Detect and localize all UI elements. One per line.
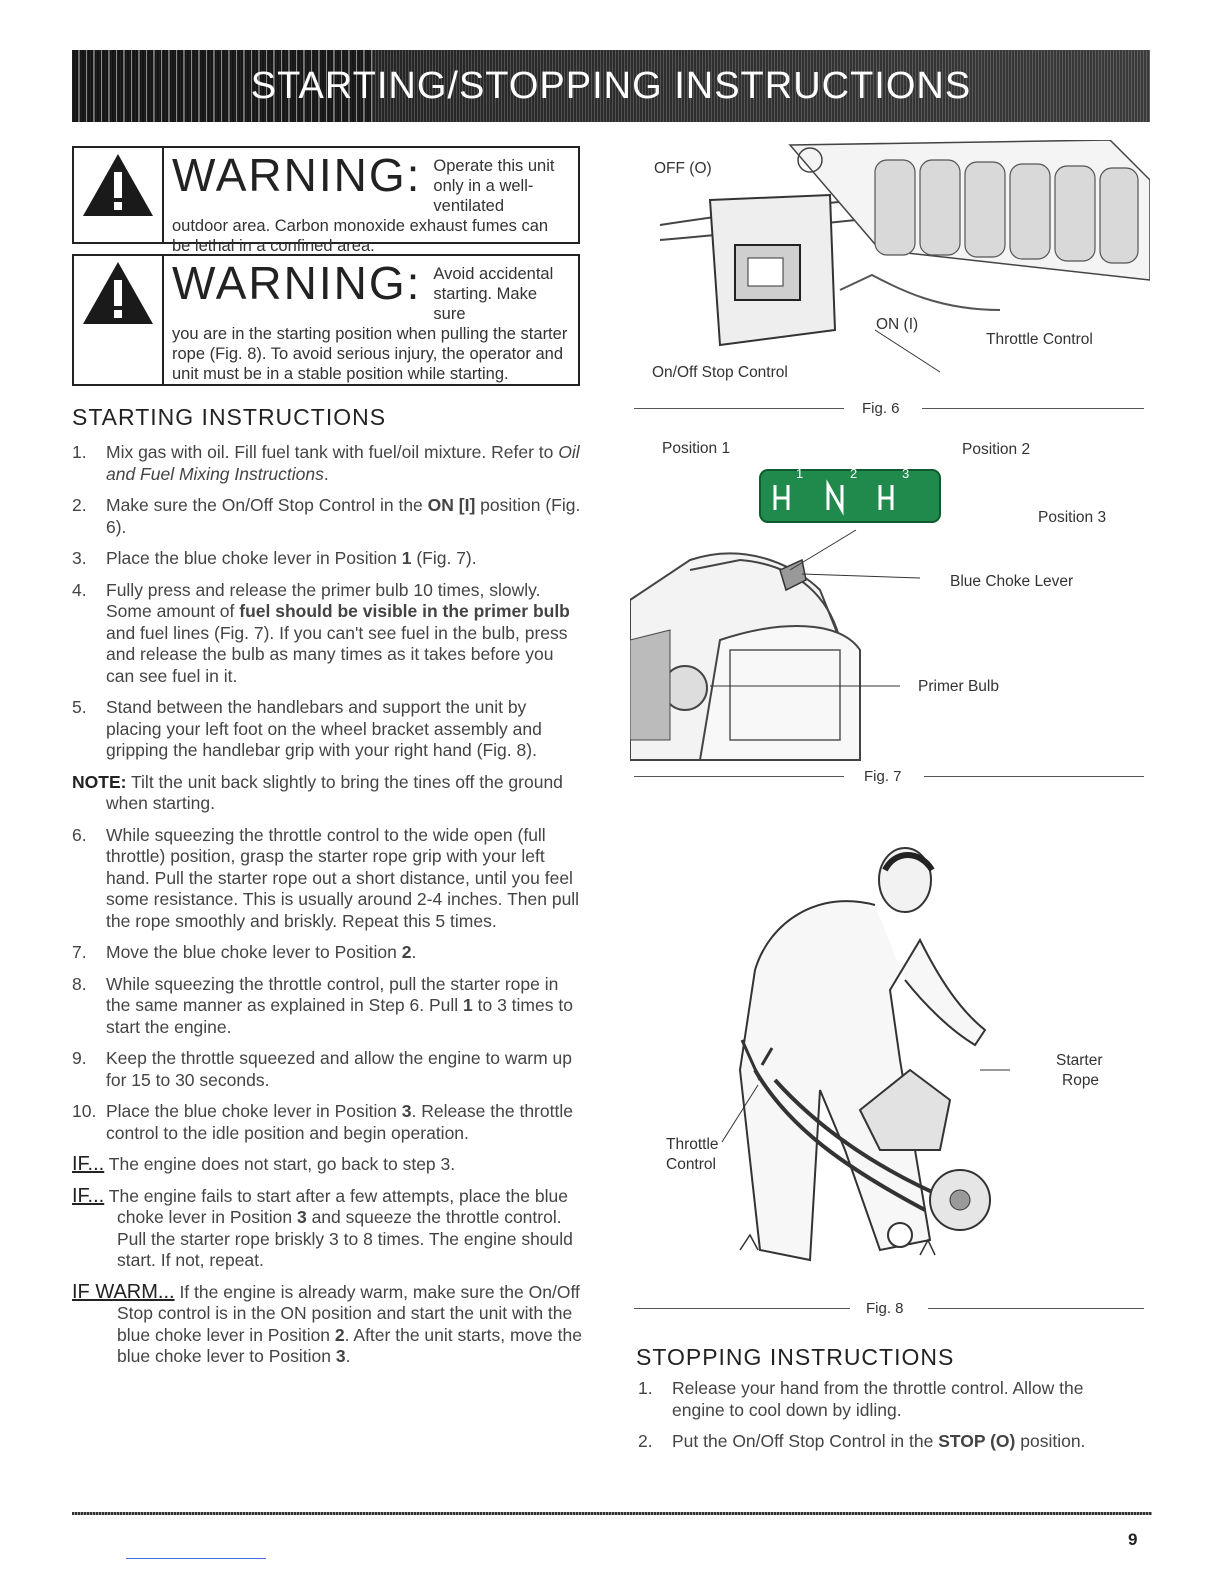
fig8-starter-label-1: Starter [1056,1052,1103,1069]
list-item: 1.Release your hand from the throttle co… [638,1378,1084,1420]
list-item: 7.Move the blue choke lever to Position … [72,942,417,962]
list-item: 10.Place the blue choke lever in Positio… [72,1101,573,1143]
fig6-off-label: OFF (O) [654,160,712,177]
fig7-position2-label: Position 2 [962,441,1031,458]
condition-not-start: IF... The engine does not start, go back… [72,1153,456,1175]
warning-box-starting: WARNING: Avoid accidental starting. Make… [72,254,580,386]
footer-rule [72,1512,1152,1515]
starting-instructions-title: STARTING INSTRUCTIONS [72,404,387,430]
warning-word: WARNING: [172,149,422,201]
fig8-illustration [680,830,1010,1300]
fig7-mark-1: 1 [796,466,804,481]
condition-fails-to-start: IF... The engine fails to start after a … [72,1184,573,1270]
fig7-illustration [630,440,1110,770]
list-item: 1.Mix gas with oil. Fill fuel tank with … [72,442,580,484]
fig6-illustration [640,140,1150,380]
warning-triangle-icon [74,256,164,384]
page-title: STARTING/STOPPING INSTRUCTIONS [250,64,972,107]
fig8-throttle-label-1: Throttle [666,1136,719,1153]
fig7-rule-left [634,776,844,777]
condition-if-warm: IF WARM... If the engine is already warm… [72,1280,582,1366]
list-item: 6.While squeezing the throttle control t… [72,824,580,931]
page-number: 9 [1128,1530,1138,1549]
warning-text: outdoor area. Carbon monoxide exhaust fu… [172,217,549,255]
warning-box-ventilation: WARNING: Operate this unit only in a wel… [72,146,580,255]
fig6-rule-right [922,408,1144,409]
footer-link-line [126,1558,266,1559]
starting-steps: 1.Mix gas with oil. Fill fuel tank with … [72,442,582,1378]
fig7-mark-3: 3 [902,466,910,481]
fig7-caption: Fig. 7 [864,768,902,785]
warning-first-line: Operate this unit only in a well- ventil… [433,157,555,215]
list-item: 9.Keep the throttle squeezed and allow t… [72,1048,573,1090]
list-item: 5.Stand between the handlebars and suppo… [72,697,542,760]
fig8-rule-left [634,1308,850,1309]
fig6-on-label: ON (I) [876,316,919,333]
fig7-mark-2: 2 [850,466,858,481]
list-item: 2.Make sure the On/Off Stop Control in t… [72,495,581,537]
stopping-instructions-title: STOPPING INSTRUCTIONS [636,1344,955,1370]
warning-word: WARNING: [172,257,422,309]
fig8-rule-right [928,1308,1144,1309]
list-item: 2.Put the On/Off Stop Control in the STO… [638,1431,1086,1451]
note: NOTE: Tilt the unit back slightly to bri… [72,771,563,814]
fig6-throttle-label: Throttle Control [986,331,1093,348]
fig6-stop-control-label: On/Off Stop Control [652,364,788,381]
warning-triangle-icon [74,148,164,242]
fig6-caption: Fig. 6 [862,400,900,417]
fig7-choke-label: Blue Choke Lever [950,573,1074,590]
fig8-caption: Fig. 8 [866,1300,904,1317]
fig7-rule-right [924,776,1144,777]
fig7-primer-label: Primer Bulb [918,678,999,695]
fig7-position3-label: Position 3 [1038,509,1107,526]
fig7-position1-label: Position 1 [662,440,731,457]
list-item: 3.Place the blue choke lever in Position… [72,548,477,568]
fig8-throttle-label-2: Control [666,1156,716,1173]
warning-text: you are in the starting position when pu… [172,325,568,383]
stopping-steps: 1.Release your hand from the throttle co… [638,1378,1138,1463]
fig8-starter-label-2: Rope [1062,1072,1100,1089]
fig6-rule-left [634,408,844,409]
warning-first-line: Avoid accidental starting. Make sure [433,265,554,323]
list-item: 4.Fully press and release the primer bul… [72,579,570,686]
list-item: 8.While squeezing the throttle control, … [72,973,573,1037]
header-banner: STARTING/STOPPING INSTRUCTIONS [72,50,1150,122]
banner-stripes [72,50,372,122]
